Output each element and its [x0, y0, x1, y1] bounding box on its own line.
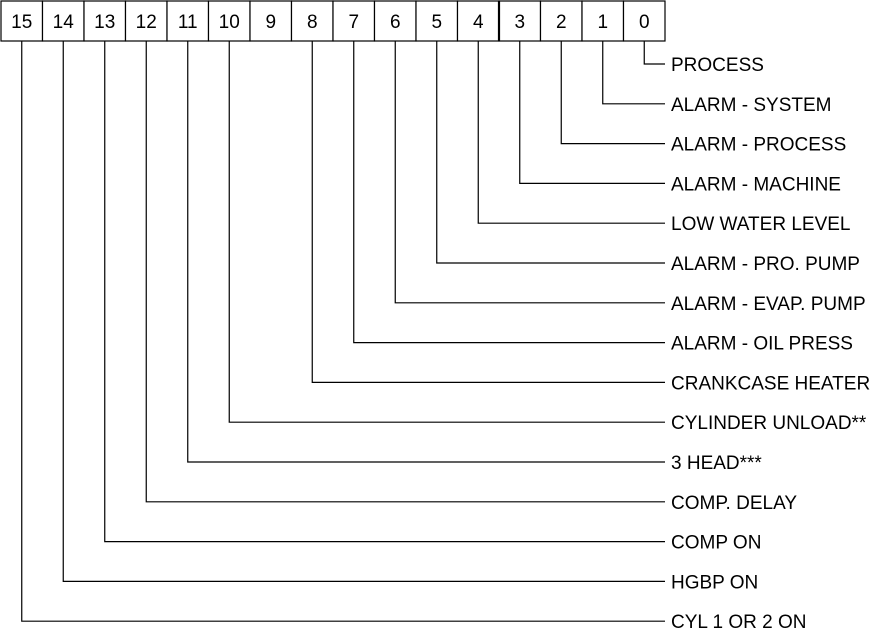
bit-descriptions: PROCESS ALARM - SYSTEM ALARM - PROCESS ALAR…: [671, 55, 870, 633]
bit-cell-4: [456, 0, 500, 42]
bit-cell-6: [373, 0, 417, 42]
bit-description-10: CYLINDER UNLOAD**: [671, 413, 867, 434]
bit-number-10: 10: [219, 12, 240, 33]
bit-description-12: COMP. DELAY: [671, 493, 797, 514]
bit-description-14: HGBP ON: [671, 572, 758, 593]
bit-description-4: LOW WATER LEVEL: [671, 214, 850, 235]
leader-line-bit-10: [228, 41, 665, 423]
leader-line-bit-1: [602, 41, 665, 105]
leader-line-bit-2: [560, 41, 665, 145]
bit-description-11: 3 HEAD***: [671, 453, 762, 474]
bit-cell-0: [622, 0, 666, 42]
leader-line-bit-11: [187, 41, 665, 463]
bit-cell-2: [539, 0, 583, 42]
bit-number-15: 15: [11, 12, 32, 33]
leader-lines: [21, 41, 665, 622]
leader-line-bit-14: [62, 41, 665, 582]
bit-number-4: 4: [473, 12, 484, 33]
bit-description-2: ALARM - PROCESS: [671, 135, 846, 156]
bit-number-13: 13: [94, 12, 115, 33]
leader-line-bit-7: [353, 41, 665, 344]
leader-line-bit-3: [519, 41, 665, 184]
bit-number-0: 0: [639, 12, 650, 33]
bit-number-5: 5: [431, 12, 442, 33]
bit-description-8: CRANKCASE HEATER: [671, 373, 870, 394]
bit-cell-9: [249, 0, 293, 42]
bit-description-13: COMP ON: [671, 533, 761, 554]
bit-number-7: 7: [348, 12, 359, 33]
bit-cell-10: [207, 0, 251, 42]
leader-line-bit-6: [394, 41, 665, 304]
leader-line-bit-8: [311, 41, 665, 383]
bit-number-11: 11: [178, 12, 198, 33]
bit-number-8: 8: [307, 12, 318, 33]
bit-description-7: ALARM - OIL PRESS: [671, 334, 853, 355]
bit-number-1: 1: [597, 12, 608, 33]
bit-description-1: ALARM - SYSTEM: [671, 95, 831, 116]
bit-description-0: PROCESS: [671, 55, 764, 76]
bit-cell-15: [0, 0, 44, 42]
leader-line-bit-4: [477, 41, 665, 224]
bit-cell-8: [290, 0, 334, 42]
leader-line-bit-12: [145, 41, 665, 503]
leader-line-bit-15: [21, 41, 665, 622]
bit-description-5: ALARM - PRO. PUMP: [671, 254, 860, 275]
leader-line-bit-5: [436, 41, 665, 264]
bit-description-6: ALARM - EVAP. PUMP: [671, 294, 866, 315]
bit-number-2: 2: [556, 12, 567, 33]
bit-number-12: 12: [136, 12, 157, 33]
bit-number-6: 6: [390, 12, 401, 33]
bit-cell-14: [41, 0, 85, 42]
bit-description-3: ALARM - MACHINE: [671, 174, 841, 195]
bit-number-14: 14: [53, 12, 75, 33]
bit-number-3: 3: [514, 12, 525, 33]
leader-line-bit-0: [643, 41, 665, 65]
bit-number-9: 9: [265, 12, 276, 33]
leader-line-bit-13: [104, 41, 665, 543]
bit-description-15: CYL 1 OR 2 ON: [671, 612, 807, 633]
